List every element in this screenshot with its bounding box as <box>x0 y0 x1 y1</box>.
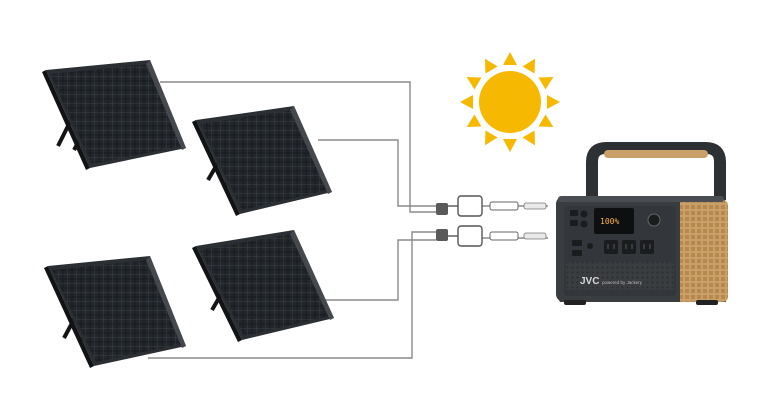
y-connector-upper <box>436 195 547 217</box>
dc-inputs <box>572 240 593 256</box>
solar-panel-2 <box>192 106 332 216</box>
portable-power-station: 100% JVC powered by Jackery <box>556 142 728 305</box>
ac-outlets <box>604 240 654 254</box>
usb-ports <box>570 210 588 228</box>
power-button <box>647 213 661 227</box>
cable-panel-3 <box>148 231 436 359</box>
solar-panel-4 <box>192 230 334 342</box>
brand-logo: JVC <box>580 276 599 287</box>
svg-text:100%: 100% <box>600 217 619 226</box>
cable-panel-1 <box>160 81 436 213</box>
y-connector-lower <box>436 225 547 247</box>
cable-panel-2 <box>318 139 436 207</box>
display-screen <box>594 208 634 234</box>
cable-panel-4 <box>318 239 436 301</box>
solar-panel-1 <box>42 60 186 170</box>
sun-icon <box>460 52 560 152</box>
carry-handle <box>586 142 726 200</box>
brand-subtext: powered by Jackery <box>602 280 643 285</box>
solar-panel-3 <box>44 256 186 368</box>
